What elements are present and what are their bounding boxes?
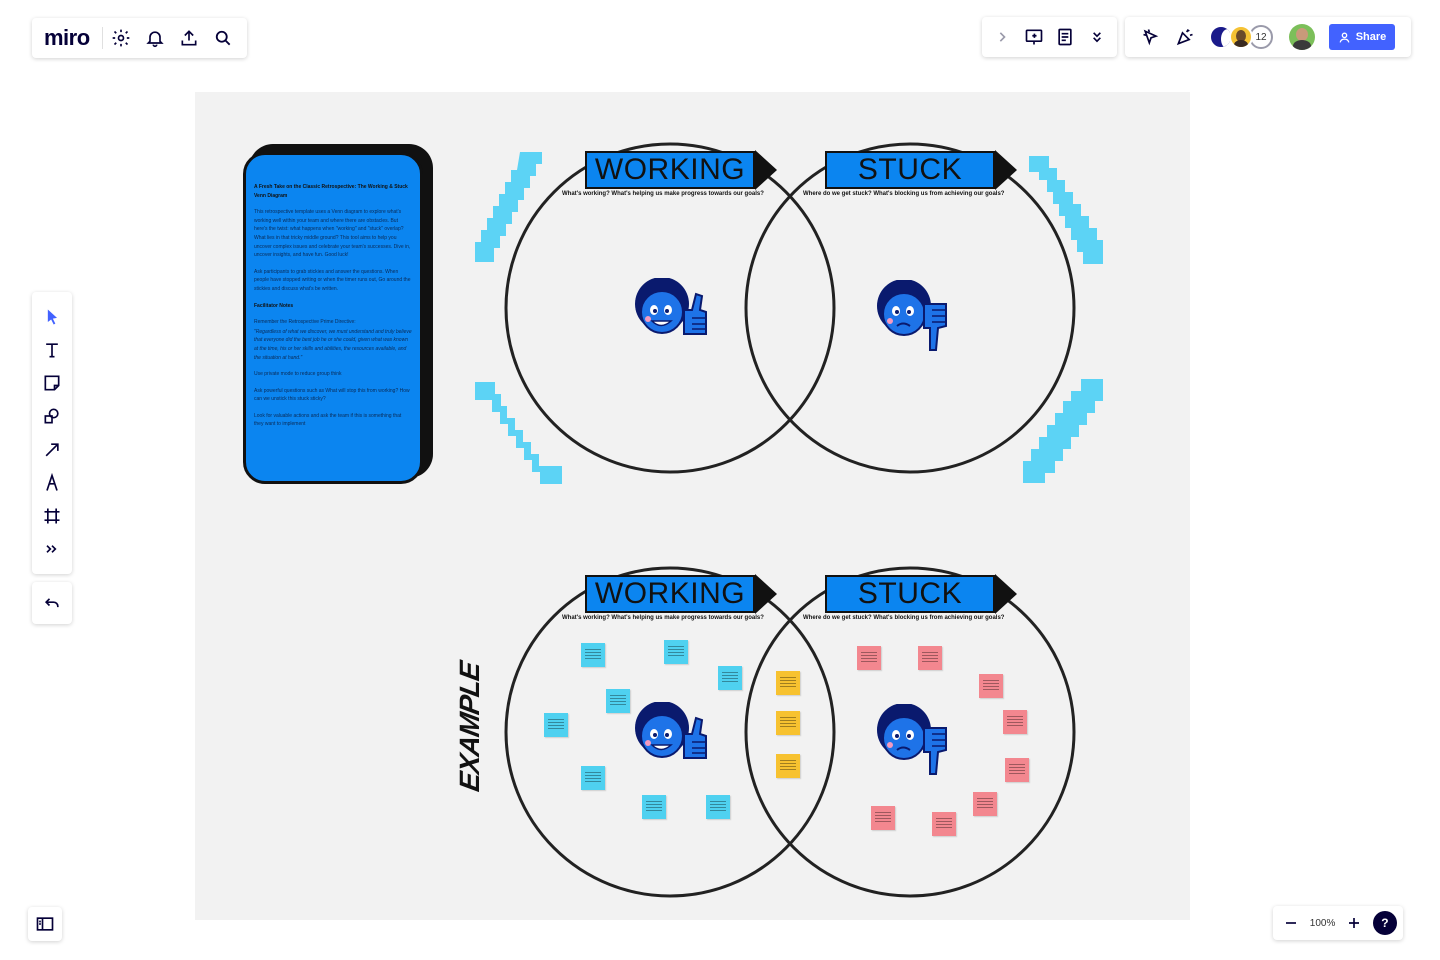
decorative-bracket-bottom-left: [475, 382, 562, 484]
info-card-paragraph: Use private mode to reduce group think: [254, 371, 342, 378]
sticky-note[interactable]: [871, 806, 895, 830]
undo-icon[interactable]: [40, 591, 64, 615]
select-icon[interactable]: [40, 305, 64, 329]
info-card-notes-heading: Facilitator Notes: [254, 302, 294, 309]
zoom-out-icon[interactable]: [1279, 911, 1303, 935]
working-banner[interactable]: WORKING: [585, 574, 777, 614]
example-label: EXAMPLE: [454, 659, 485, 794]
thumbs-up-character-icon: [635, 278, 707, 335]
top-left-toolbar: miro: [32, 18, 247, 58]
share-button[interactable]: Share: [1329, 24, 1395, 50]
stuck-banner[interactable]: STUCK: [825, 150, 1017, 190]
sticky-note[interactable]: [544, 713, 568, 737]
upload-icon[interactable]: [177, 26, 201, 50]
chevron-right-icon[interactable]: [990, 25, 1014, 49]
info-card-paragraph: Ask powerful questions such as What will…: [254, 387, 410, 403]
working-banner[interactable]: WORKING: [585, 150, 777, 190]
decorative-bracket-top-right: [1029, 156, 1103, 264]
help-button[interactable]: ?: [1372, 911, 1397, 935]
share-label: Share: [1355, 31, 1387, 43]
zoom-controls: 100% ?: [1273, 906, 1403, 940]
info-card-paragraph: Remember the Retrospective Prime Directi…: [254, 319, 356, 326]
sticky-note[interactable]: [776, 754, 800, 778]
pen-icon[interactable]: [40, 471, 64, 495]
sticky-note[interactable]: [718, 666, 742, 690]
info-card[interactable]: A Fresh Take on the Classic Retrospectiv…: [243, 152, 423, 484]
search-icon[interactable]: [211, 26, 235, 50]
collaboration-bar: 12 Share: [1125, 17, 1411, 57]
sticky-note[interactable]: [642, 795, 666, 819]
celebrate-icon[interactable]: [1173, 25, 1197, 49]
settings-icon[interactable]: [109, 26, 133, 50]
miro-logo[interactable]: miro: [44, 25, 90, 50]
zoom-in-icon[interactable]: [1342, 911, 1366, 935]
more-icon[interactable]: [40, 537, 64, 561]
sticky-note[interactable]: [973, 792, 997, 816]
top-right-tools: [982, 17, 1117, 57]
sticky-note[interactable]: [706, 795, 730, 819]
left-toolbar: [32, 292, 72, 574]
text-icon[interactable]: [40, 338, 64, 362]
sticky-note[interactable]: [581, 643, 605, 667]
arrow-icon[interactable]: [40, 438, 64, 462]
divider: [101, 27, 103, 49]
decorative-bracket-top-left: [475, 152, 542, 262]
info-card-paragraph: Look for valuable actions and ask the te…: [254, 412, 402, 428]
info-card-paragraph: This retrospective template uses a Venn …: [254, 209, 411, 259]
sticky-note[interactable]: [979, 674, 1003, 698]
sticky-note[interactable]: [664, 640, 688, 664]
zoom-level[interactable]: 100%: [1309, 917, 1336, 929]
avatar[interactable]: [1229, 25, 1253, 49]
sticky-note[interactable]: [918, 646, 942, 670]
cursor-icon[interactable]: [1139, 25, 1163, 49]
info-card-paragraph: Ask participants to grab stickies and an…: [254, 268, 411, 292]
bell-icon[interactable]: [143, 26, 167, 50]
stuck-question: Where do we get stuck? What's blocking u…: [803, 615, 1005, 621]
working-question: What's working? What's helping us make p…: [562, 615, 764, 621]
sidebar-toggle-panel: [28, 907, 62, 941]
avatar[interactable]: [1289, 24, 1315, 50]
sticky-note[interactable]: [606, 689, 630, 713]
sticky-note[interactable]: [581, 766, 605, 790]
sticky-note[interactable]: [1005, 758, 1029, 782]
frame-icon[interactable]: [40, 504, 64, 528]
sticky-note[interactable]: [857, 646, 881, 670]
sticky-note[interactable]: [932, 812, 956, 836]
venn-diagram-bottom: [504, 566, 1076, 898]
sticky-note-icon[interactable]: [40, 371, 64, 395]
stuck-banner[interactable]: STUCK: [825, 574, 1017, 614]
venn-diagram-top: [504, 142, 1076, 474]
working-question: What's working? What's helping us make p…: [562, 191, 764, 197]
decorative-bracket-bottom-right: [1023, 379, 1103, 483]
chevrons-down-icon[interactable]: [1085, 25, 1109, 49]
presentation-icon[interactable]: [1022, 25, 1046, 49]
user-icon: [1339, 32, 1350, 43]
info-card-title: A Fresh Take on the Classic Retrospectiv…: [254, 184, 408, 199]
thumbs-down-character-icon: [877, 704, 947, 775]
sticky-note[interactable]: [776, 671, 800, 695]
shapes-icon[interactable]: [40, 404, 64, 428]
stuck-question: Where do we get stuck? What's blocking u…: [803, 191, 1005, 197]
notes-icon[interactable]: [1053, 25, 1077, 49]
undo-panel: [32, 582, 72, 624]
thumbs-up-character-icon: [635, 702, 707, 759]
sticky-note[interactable]: [776, 711, 800, 735]
info-card-quote: "Regardless of what we discover, we must…: [254, 328, 412, 361]
sidebar-toggle-icon[interactable]: [33, 912, 57, 936]
thumbs-down-character-icon: [877, 280, 947, 351]
sticky-note[interactable]: [1003, 710, 1027, 734]
